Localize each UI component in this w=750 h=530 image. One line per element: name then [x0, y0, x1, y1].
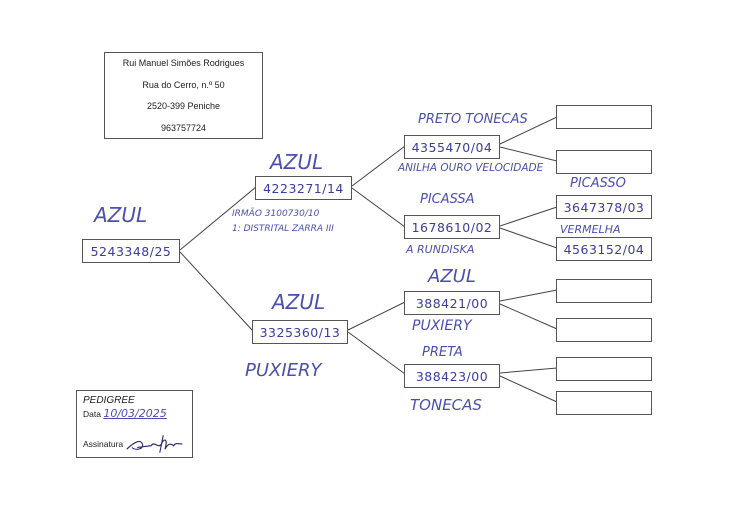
owner-info-box: Rui Manuel Simões Rodrigues Rua do Cerro… [104, 52, 263, 139]
gen2-color: PICASSA [420, 192, 475, 207]
gen2-color: PRETO TONECAS [418, 112, 528, 127]
dam-note: PUXIERY [245, 360, 322, 381]
gen3-ring-box [556, 150, 652, 174]
gen3-ring-box [556, 357, 652, 381]
connector-line [347, 301, 406, 331]
connector-line [499, 146, 558, 162]
connector-line [351, 145, 406, 187]
pedigree-title: PEDIGREE [83, 395, 135, 406]
gen2-ring-box: 1678610/02 [404, 215, 500, 239]
date-value: 10/03/2025 [103, 407, 167, 420]
connector-line [499, 227, 558, 249]
connector-line [499, 116, 558, 145]
signature-image [126, 435, 183, 453]
gen2-ring-box: 4355470/04 [404, 135, 500, 159]
gen2-color: PRETA [422, 345, 463, 360]
owner-postal: 2520-399 Peniche [146, 101, 221, 111]
gen3-ring-box: 3647378/03 [556, 195, 652, 219]
gen2-color: AZUL [428, 266, 476, 287]
connector-line [179, 251, 254, 332]
sire-ring-box: 4223271/14 [255, 176, 352, 200]
connector-line [499, 367, 558, 374]
gen3-ring-box [556, 279, 652, 303]
signature-label: Assinatura [83, 439, 124, 449]
gen2-ring-box: 388421/00 [404, 291, 500, 315]
gen2-ring-box: 388423/00 [404, 364, 500, 388]
root-ring-box: 5243348/25 [82, 239, 180, 263]
gen3-ring-box [556, 105, 652, 129]
gen3-ring-box: 4563152/04 [556, 237, 652, 261]
connector-line [499, 289, 558, 302]
gen2-note: TONECAS [410, 396, 482, 414]
gen3-ring-box [556, 391, 652, 415]
gen3-color: PICASSO [570, 176, 626, 191]
gen2-note: PUXIERY [412, 318, 472, 334]
dam-ring-box: 3325360/13 [252, 320, 348, 344]
gen3-color: VERMELHA [560, 223, 621, 236]
pedigree-footer-box: PEDIGREE Data 10/03/2025 Assinatura [76, 390, 193, 458]
gen2-note: ANILHA OURO VELOCIDADE [398, 162, 544, 174]
sire-note: 1: DISTRITAL ZARRA III [232, 224, 334, 234]
dam-color: AZUL [272, 290, 326, 314]
date-label: Data [83, 409, 101, 419]
connector-line [351, 187, 406, 228]
root-color: AZUL [94, 203, 148, 227]
owner-name: Rui Manuel Simões Rodrigues [122, 58, 245, 68]
gen3-ring-box [556, 318, 652, 342]
gen2-note: A RUNDISKA [406, 243, 475, 256]
connector-line [499, 375, 558, 403]
connector-line [499, 303, 558, 330]
sire-color: AZUL [270, 150, 324, 174]
connector-line [347, 331, 406, 375]
owner-phone: 963757724 [160, 122, 207, 133]
connector-line [499, 206, 558, 227]
sire-note: IRMÃO 3100730/10 [232, 209, 320, 219]
connector-line [179, 186, 257, 251]
owner-address: Rua do Cerro, n.º 50 [142, 79, 225, 90]
